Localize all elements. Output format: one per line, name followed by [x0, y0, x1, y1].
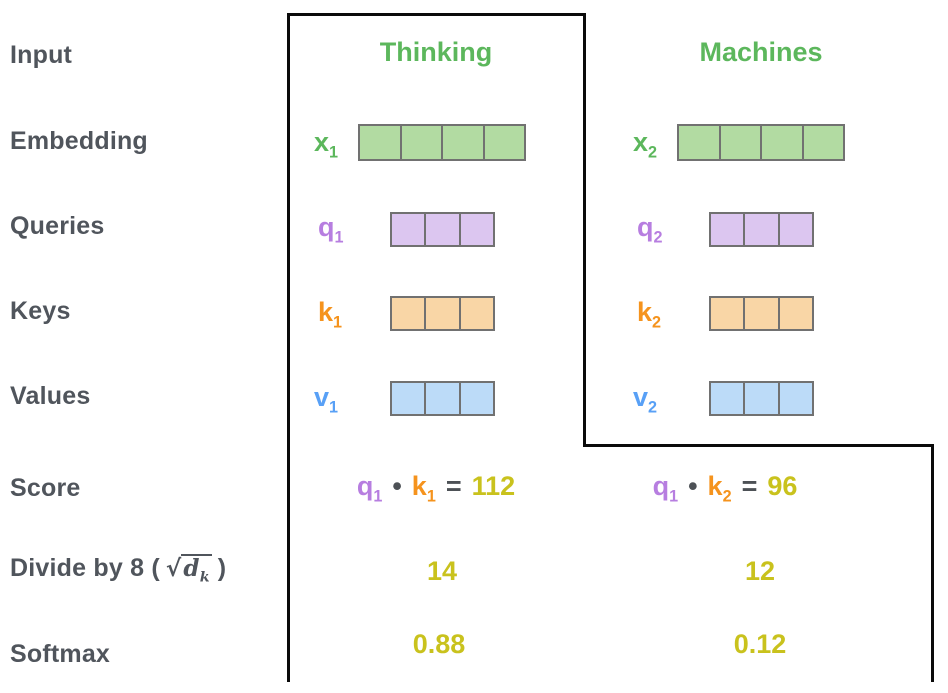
- outline-mid-vertical-edge: [583, 13, 586, 447]
- score-result-2: 96: [767, 471, 798, 501]
- equals-sign: =: [445, 471, 462, 501]
- softmax-result-1: 0.88: [412, 629, 466, 659]
- query-label-q1: q1: [318, 212, 344, 247]
- divide-suffix: ): [217, 554, 227, 582]
- vector-cell: [711, 298, 744, 329]
- row-label-score: Score: [10, 474, 81, 502]
- vector-cell: [392, 298, 425, 329]
- vector-cell: [424, 214, 459, 245]
- vector-cell: [458, 383, 493, 414]
- key-vector-k1: [390, 296, 495, 331]
- score-result-1: 112: [471, 471, 516, 501]
- dot-operator: •: [392, 471, 402, 501]
- sqrt-sign: √: [165, 556, 182, 582]
- score-equation-1: q1•k1=112: [356, 471, 516, 506]
- outline-left-edge: [287, 13, 290, 682]
- vector-cell: [777, 214, 812, 245]
- query-vector-q2: [709, 212, 814, 247]
- radicand-sub-k: k: [199, 569, 210, 586]
- sqrt-radicand: dk: [181, 554, 212, 586]
- vector-cell: [441, 126, 483, 159]
- sqrt-dk-expression: √dk: [166, 554, 212, 586]
- equals-sign: =: [741, 471, 758, 501]
- vector-cell: [718, 126, 760, 159]
- divide-result-2: 12: [744, 556, 776, 586]
- vector-cell: [760, 126, 802, 159]
- row-label-queries: Queries: [10, 212, 105, 240]
- vector-cell: [424, 383, 459, 414]
- vector-cell: [743, 298, 778, 329]
- embedding-vector-x2: [677, 124, 845, 161]
- vector-cell: [482, 126, 524, 159]
- value-label-v1: v1: [314, 382, 339, 417]
- row-label-softmax: Softmax: [10, 640, 111, 668]
- vector-cell: [711, 383, 744, 414]
- embedding-vector-x1: [358, 124, 526, 161]
- vector-cell: [424, 298, 459, 329]
- row-label-values: Values: [10, 382, 91, 410]
- divide-prefix: Divide by 8 (: [10, 554, 160, 582]
- vector-cell: [777, 383, 812, 414]
- vector-cell: [392, 214, 425, 245]
- row-label-divide: Divide by 8 (√dk): [10, 554, 226, 586]
- dot-operator: •: [688, 471, 698, 501]
- value-label-v2: v2: [633, 382, 658, 417]
- radicand-d: d: [183, 555, 200, 582]
- column-title-thinking: Thinking: [379, 37, 493, 67]
- vector-cell: [392, 383, 425, 414]
- vector-cell: [743, 214, 778, 245]
- vector-cell: [360, 126, 400, 159]
- vector-cell: [458, 214, 493, 245]
- value-vector-v1: [390, 381, 495, 416]
- key-vector-k2: [709, 296, 814, 331]
- embedding-label-x2: x2: [633, 127, 658, 162]
- row-label-keys: Keys: [10, 297, 71, 325]
- row-label-embedding: Embedding: [10, 127, 148, 155]
- query-label-q2: q2: [637, 212, 663, 247]
- softmax-result-2: 0.12: [733, 629, 787, 659]
- outline-right-edge: [931, 444, 934, 682]
- vector-cell: [777, 298, 812, 329]
- vector-cell: [801, 126, 843, 159]
- key-label-k1: k1: [318, 297, 343, 332]
- key-label-k2: k2: [637, 297, 662, 332]
- vector-cell: [711, 214, 744, 245]
- value-vector-v2: [709, 381, 814, 416]
- vector-cell: [743, 383, 778, 414]
- divide-result-1: 14: [426, 556, 458, 586]
- column-title-machines: Machines: [699, 37, 823, 67]
- outline-top-edge: [287, 13, 586, 16]
- row-label-input: Input: [10, 41, 73, 69]
- embedding-label-x1: x1: [314, 127, 339, 162]
- vector-cell: [458, 298, 493, 329]
- query-vector-q1: [390, 212, 495, 247]
- vector-cell: [679, 126, 719, 159]
- outline-step-edge: [583, 444, 934, 447]
- vector-cell: [399, 126, 441, 159]
- score-equation-2: q1•k2=96: [652, 471, 798, 506]
